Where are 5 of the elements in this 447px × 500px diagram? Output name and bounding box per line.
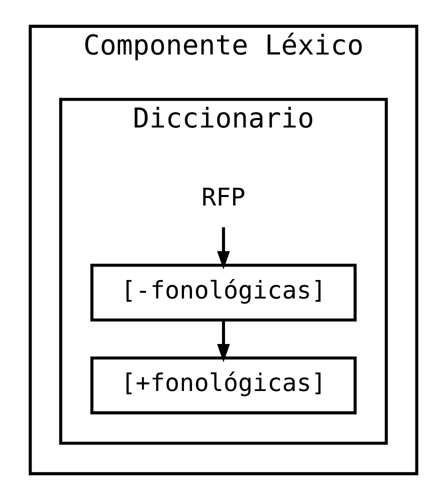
- node-text: RFP: [202, 182, 246, 212]
- arrow: [217, 227, 230, 270]
- arrow: [217, 320, 230, 362]
- node-box: [-fonológicas]: [90, 264, 357, 322]
- node-box: [+fonológicas]: [90, 356, 357, 414]
